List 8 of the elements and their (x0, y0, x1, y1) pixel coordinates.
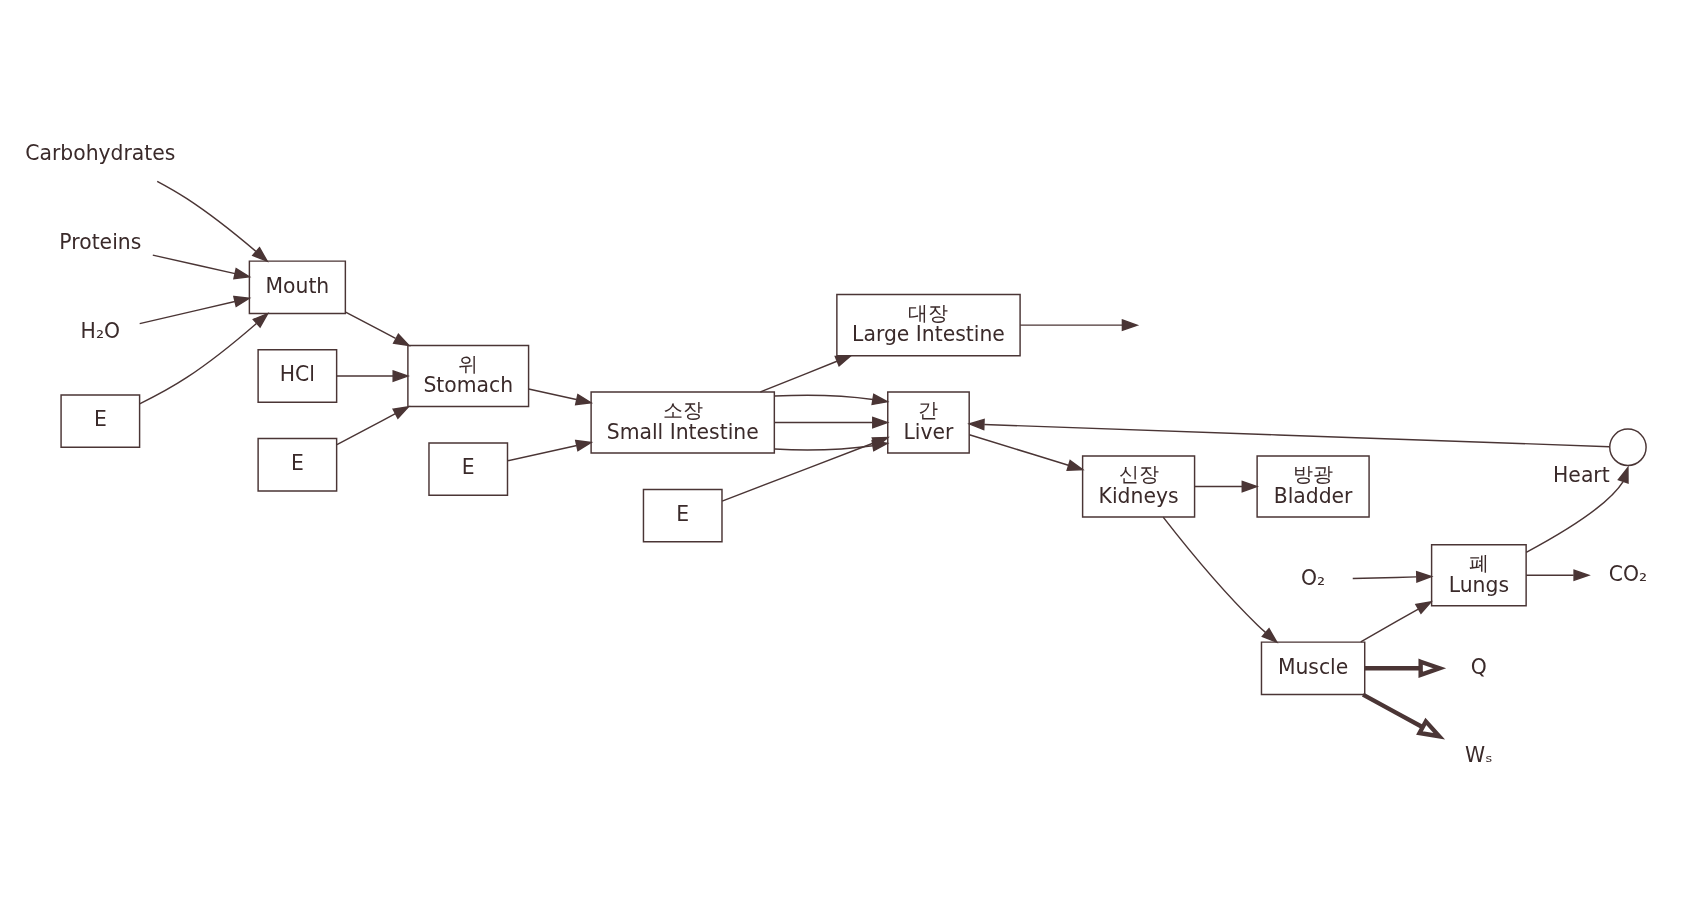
node-text: Carbohydrates (25, 140, 176, 165)
node-text: Proteins (59, 229, 142, 254)
node-text: Q (1470, 654, 1487, 679)
node-label: Heart (1553, 462, 1610, 487)
node-text: CO₂ (1608, 561, 1648, 586)
node-text: H₂O (80, 318, 121, 343)
node-text: Wₛ (1465, 742, 1493, 767)
node-text: O₂ (1301, 565, 1326, 590)
